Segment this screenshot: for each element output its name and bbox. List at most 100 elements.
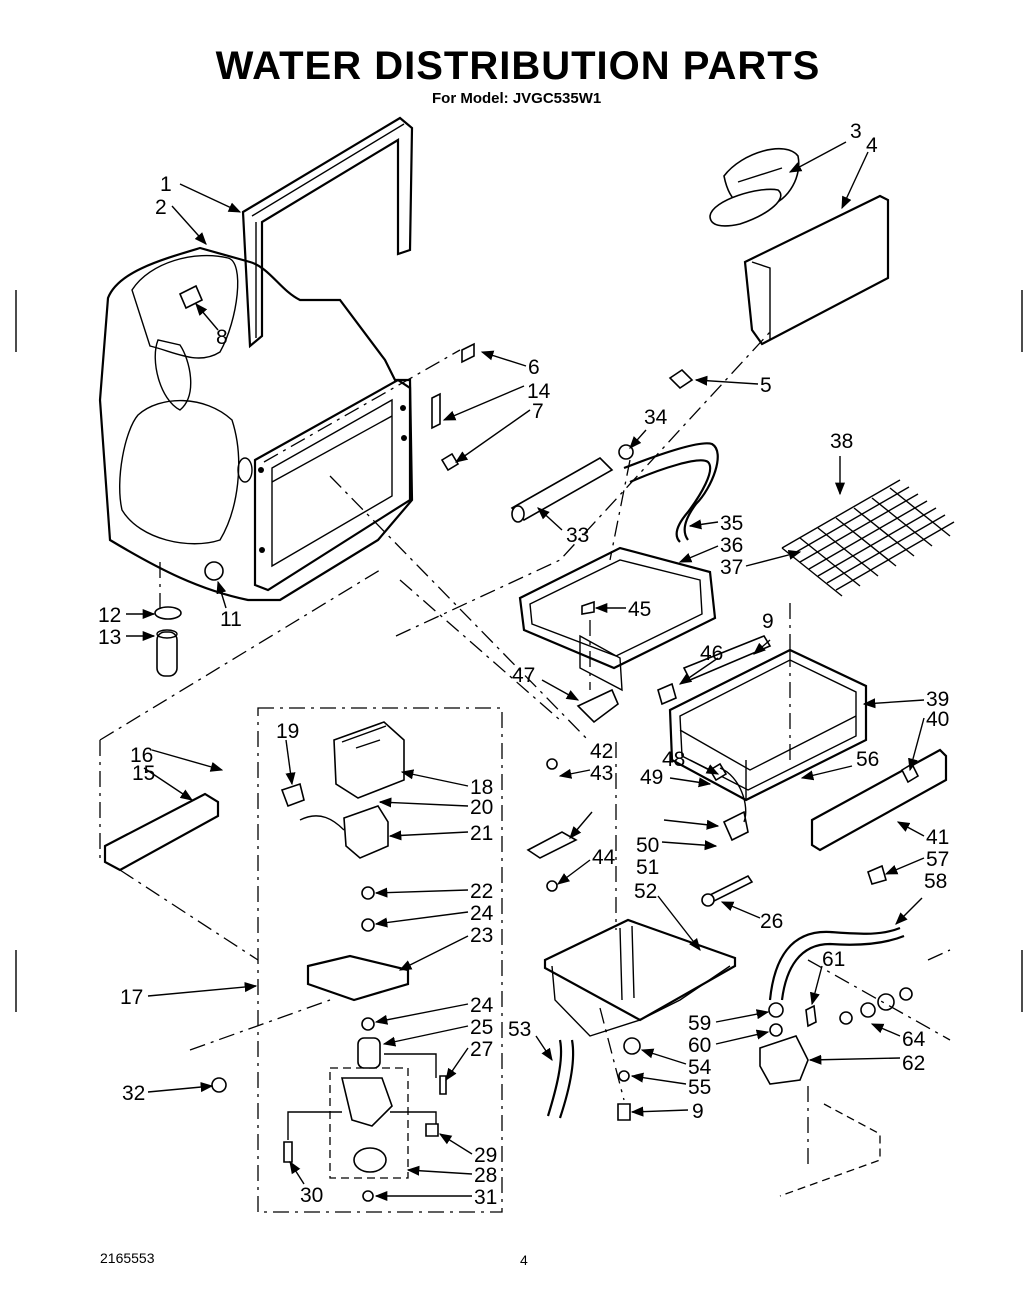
callout-42: 42 [590,740,613,763]
alignment-lines [99,331,951,1197]
callout-labels: 1234567899111213141516171819202122232424… [98,120,949,1209]
panel-part [743,194,890,346]
callout-40: 40 [926,708,949,731]
callout-15: 15 [132,762,155,785]
callout-31: 31 [474,1186,497,1209]
callout-13: 13 [98,626,121,649]
callout-39: 39 [926,688,949,711]
housing-body [98,246,414,602]
drain-pan-part [543,918,737,1037]
page-title: WATER DISTRIBUTION PARTS [215,44,821,88]
callout-5: 5 [760,374,772,397]
callout-24-2: 24 [470,994,494,1017]
grid-line [835,517,897,567]
callout-51: 51 [636,856,659,879]
callout-59: 59 [688,1012,711,1035]
callout-35: 35 [720,512,743,535]
callout-18: 18 [470,776,493,799]
callout-9-2: 9 [692,1100,704,1123]
callout-48: 48 [662,748,685,771]
callout-47: 47 [512,664,535,687]
callout-54: 54 [688,1056,712,1079]
callout-1: 1 [160,173,172,196]
grid-line [871,497,933,547]
grid-line [889,487,951,537]
grid-line [817,507,937,577]
callout-37: 37 [720,556,743,579]
footer-code: 2165553 [100,1250,155,1266]
callout-29: 29 [474,1144,497,1167]
callout-2: 2 [155,196,167,219]
callout-8: 8 [216,326,228,349]
bracket-part [810,748,948,852]
callout-19: 19 [276,720,299,743]
callout-61: 61 [822,948,845,971]
callout-45: 45 [628,598,651,621]
grid-line [835,521,955,591]
small-fittings [154,284,224,677]
callout-38: 38 [830,430,853,453]
motor-parts [280,721,405,859]
callout-24: 24 [470,902,494,925]
tray-part [518,546,717,692]
grid-line [781,479,901,549]
callout-52: 52 [634,880,657,903]
lower-stack-parts [211,886,447,1202]
motor-assembly-box [257,707,503,1213]
callout-46: 46 [700,642,723,665]
callout-44: 44 [592,846,616,869]
page-number: 4 [520,1252,528,1268]
grid-line [853,507,915,557]
callout-4: 4 [866,134,878,157]
callout-16: 16 [130,744,153,767]
valve-parts [759,926,913,1085]
callout-23: 23 [470,924,493,947]
callout-26: 26 [760,910,783,933]
grid-part [781,479,955,597]
callout-21: 21 [470,822,493,845]
callout-28: 28 [474,1164,497,1187]
callout-20: 20 [470,796,493,819]
grid-line [799,493,919,563]
callout-11: 11 [220,608,242,631]
callout-56: 56 [856,748,879,771]
callout-50: 50 [636,834,659,857]
callout-62: 62 [902,1052,925,1075]
leader-lines [126,141,925,1202]
grid-line [799,537,861,587]
callout-43: 43 [590,762,613,785]
callout-41: 41 [926,826,949,849]
callout-34: 34 [644,406,668,429]
callout-49: 49 [640,766,663,789]
callout-3: 3 [850,120,862,143]
grid-line [817,527,879,577]
callout-9: 9 [762,610,774,633]
grid-line [790,486,910,556]
hardware-parts [431,342,694,472]
callout-27: 27 [470,1038,493,1061]
callout-25: 25 [470,1016,493,1039]
callout-14: 14 [527,380,551,403]
callout-58: 58 [924,870,947,893]
handle-part [709,147,800,227]
callout-6: 6 [528,356,540,379]
callout-7: 7 [532,400,544,423]
fill-tube-parts [510,442,719,543]
door-frame-part [241,116,414,349]
grid-line [808,500,928,570]
callout-33: 33 [566,524,589,547]
callout-55: 55 [688,1076,711,1099]
callout-57: 57 [926,848,949,871]
callout-17: 17 [120,986,143,1009]
callout-64: 64 [902,1028,926,1051]
callout-60: 60 [688,1034,711,1057]
drain-parts [546,1037,641,1121]
grid-line [826,514,946,584]
callout-12: 12 [98,604,121,627]
callout-22: 22 [470,880,493,903]
model-subtitle: For Model: JVGC535W1 [432,90,602,107]
callout-30: 30 [300,1184,323,1207]
callout-53: 53 [508,1018,531,1041]
callout-32: 32 [122,1082,145,1105]
